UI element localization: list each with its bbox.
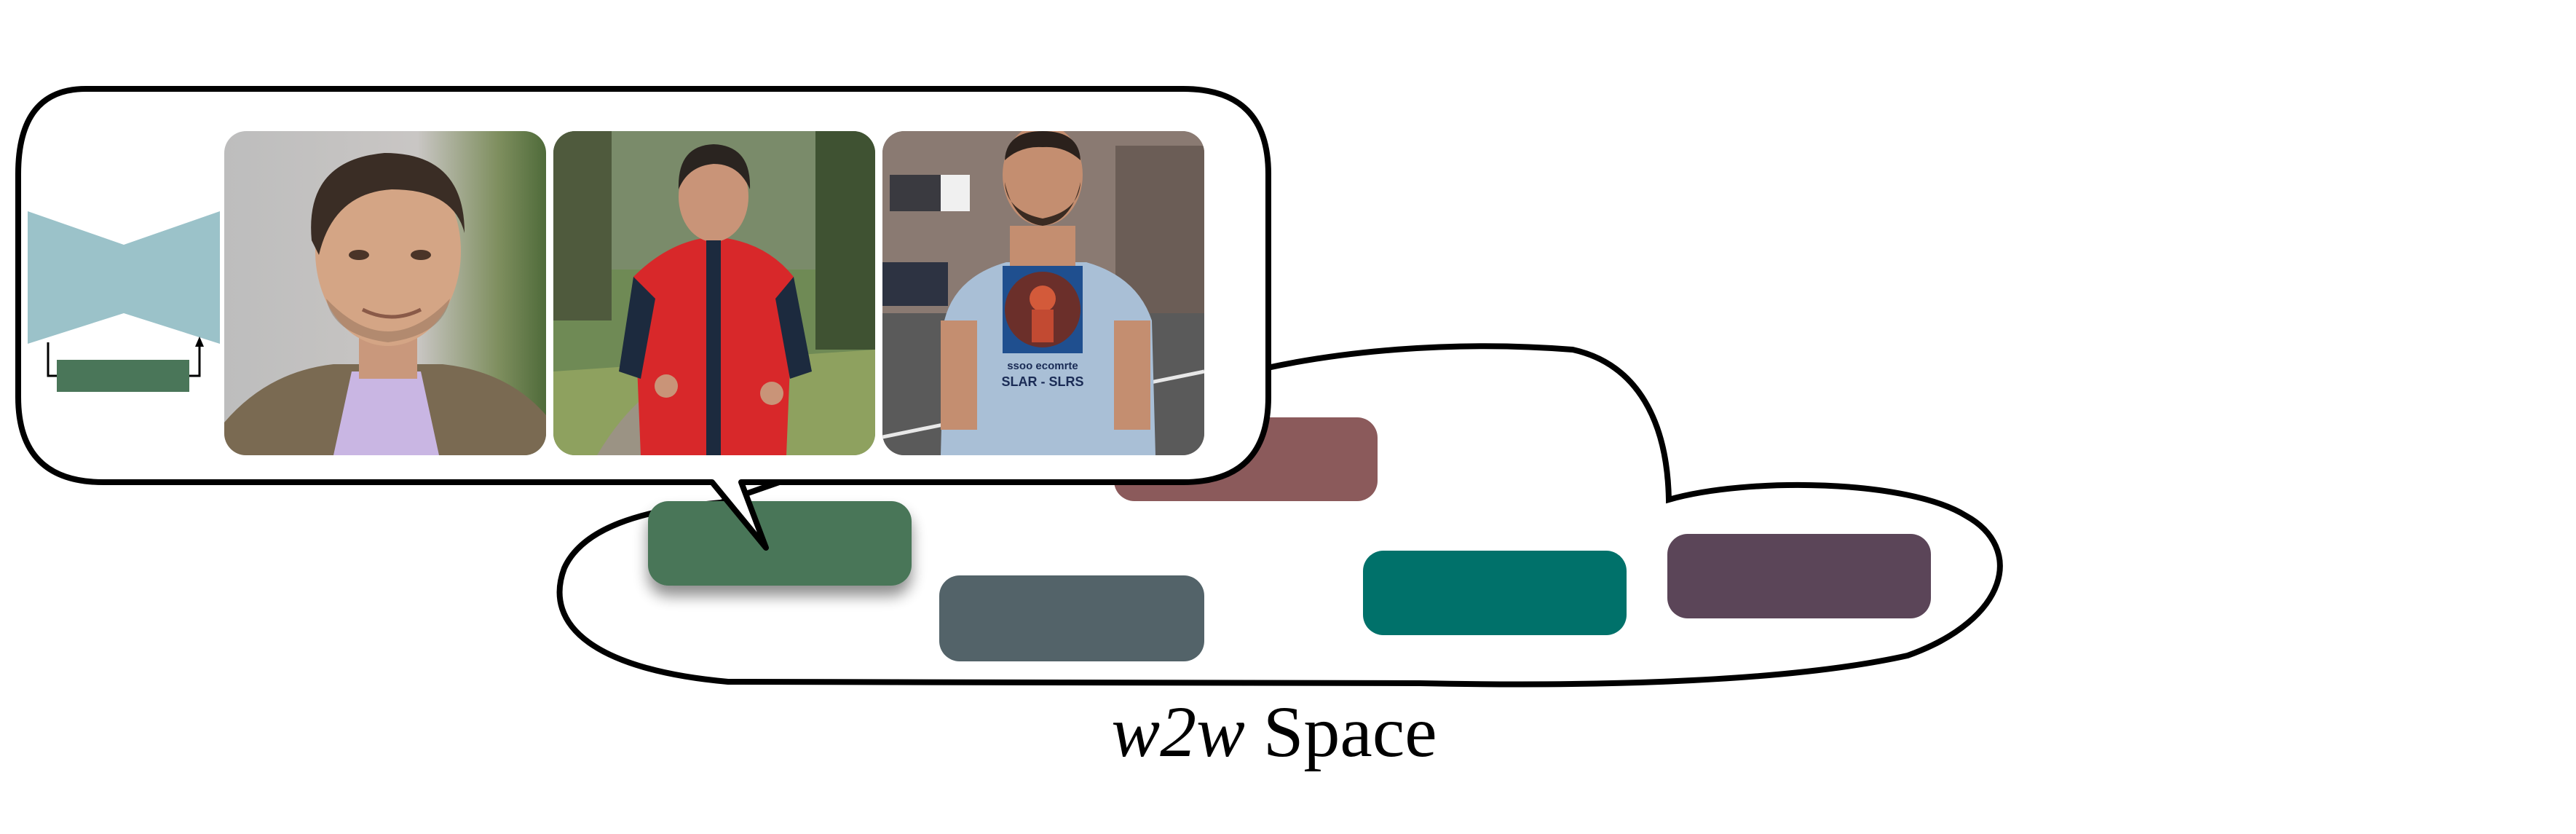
caption-regular: Space [1244, 691, 1437, 772]
autoencoder-hourglass-icon [28, 211, 220, 392]
sample-image-portrait [224, 131, 546, 455]
tshirt-print-line2: SLAR - SLRS [1001, 374, 1083, 389]
weight-pill-plum [1667, 534, 1931, 618]
sample-image-runner [553, 131, 875, 455]
weight-pill-teal [1363, 551, 1627, 635]
weight-pill-green-selected [648, 501, 912, 586]
weight-pill-slate [939, 575, 1204, 661]
space-caption: w2w Space [1092, 696, 1456, 768]
model-weight-pill [57, 360, 189, 392]
caption-italic: w2w [1111, 691, 1245, 772]
tshirt-print-line1: ssoo ecomrte [1007, 360, 1078, 372]
sample-image-tshirt: ssoo ecomrte SLAR - SLRS [882, 131, 1204, 455]
arrow-up-icon [195, 337, 204, 347]
